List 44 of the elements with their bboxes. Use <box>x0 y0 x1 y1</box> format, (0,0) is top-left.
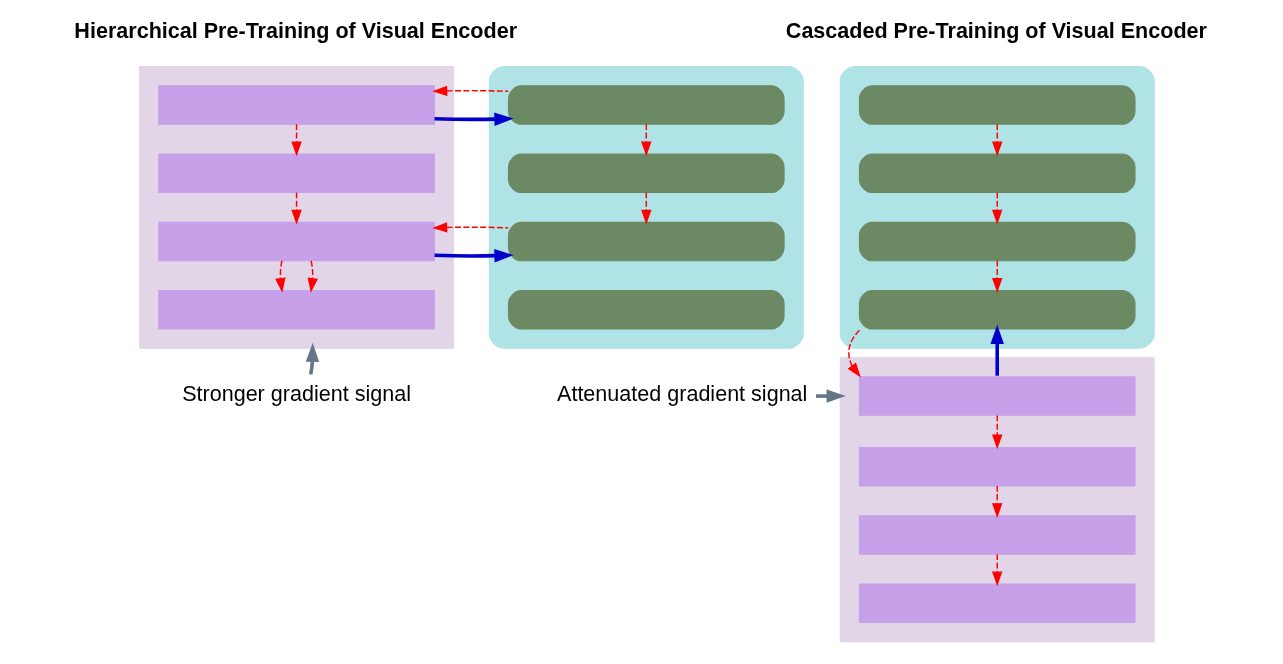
node-box <box>858 290 1136 330</box>
arrow <box>305 342 320 375</box>
arrow <box>992 414 1003 450</box>
arrow <box>434 249 514 263</box>
arrow <box>432 85 509 97</box>
cluster <box>839 357 1155 643</box>
node-box <box>507 221 785 262</box>
arrow <box>992 553 1003 587</box>
arrow <box>990 324 1004 376</box>
node-box <box>507 85 785 125</box>
arrow <box>992 191 1003 225</box>
label: Cascaded Pre-Training of Visual Encoder <box>785 18 1207 44</box>
arrow <box>992 485 1003 519</box>
arrow <box>992 123 1003 157</box>
cluster <box>839 66 1155 349</box>
node-box <box>858 446 1136 487</box>
arrow <box>432 222 509 233</box>
node-box <box>158 221 435 262</box>
arrow <box>434 112 514 126</box>
node-box <box>158 290 435 330</box>
node-box <box>858 376 1136 416</box>
arrow <box>307 260 318 293</box>
cluster <box>488 66 804 349</box>
node-box <box>507 290 785 330</box>
node-text: Attenuated gradient signal <box>557 381 808 407</box>
node-box <box>158 153 435 194</box>
arrow <box>816 389 846 403</box>
arrow <box>847 329 861 378</box>
label: Hierarchical Pre-Training of Visual Encoder <box>74 18 518 44</box>
arrow <box>641 123 652 157</box>
arrow <box>291 123 302 157</box>
node-box <box>858 85 1136 125</box>
arrow <box>291 191 302 225</box>
node-box <box>507 153 785 194</box>
node-box <box>858 221 1136 262</box>
arrow <box>641 191 652 225</box>
node-box <box>858 153 1136 194</box>
arrow <box>992 260 1003 293</box>
node-box <box>158 85 435 125</box>
node-box <box>858 583 1136 624</box>
cluster <box>139 66 455 349</box>
node-box <box>858 515 1136 555</box>
arrow <box>275 260 286 293</box>
node-text: Stronger gradient signal <box>182 381 411 407</box>
